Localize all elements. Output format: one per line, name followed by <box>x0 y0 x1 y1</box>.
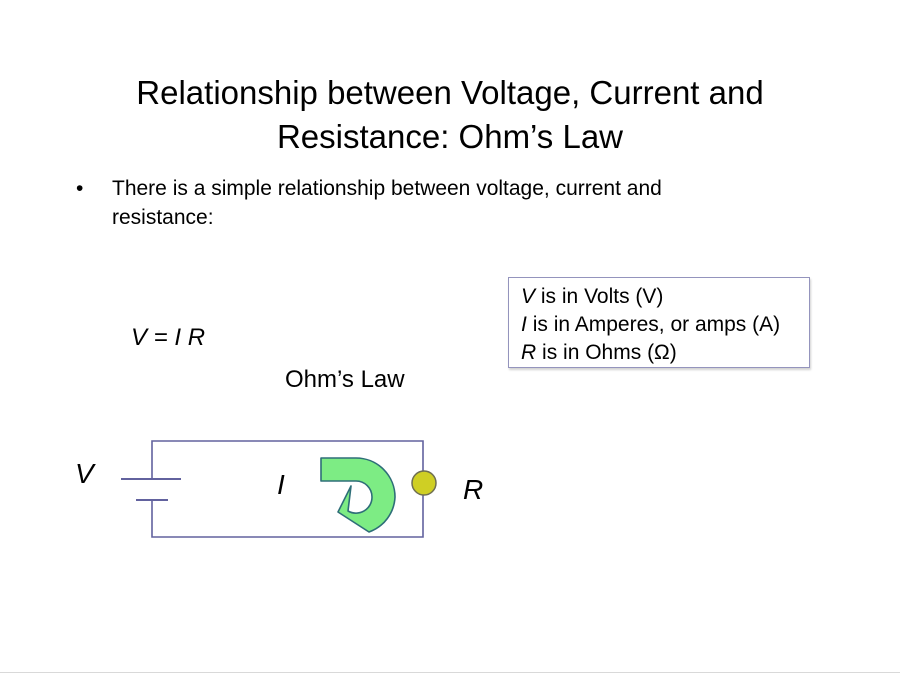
voltage-label: V <box>75 458 94 489</box>
bullet-marker: • <box>76 177 84 200</box>
ohms-law-caption: Ohm’s Law <box>285 366 405 393</box>
current-label: I <box>277 469 285 500</box>
battery-cell-icon <box>121 478 181 501</box>
circuit-diagram <box>121 440 437 538</box>
page-title-line-2: Resistance: Ohm’s Law <box>276 118 624 156</box>
bullet-text: There is a simple relationship between v… <box>112 174 662 232</box>
ohms-text: is in Ohms (Ω) <box>542 341 677 364</box>
page-title: Relationship between Voltage, Current an… <box>0 71 900 159</box>
volts-symbol: V <box>521 285 536 308</box>
current-direction-u-turn-arrow-icon <box>320 457 396 533</box>
volts-text: is in Volts (V) <box>540 285 664 308</box>
page-title-line-1: Relationship between Voltage, Current an… <box>136 74 764 112</box>
amps-text: is in Amperes, or amps (A) <box>532 313 781 336</box>
ohms-symbol: R <box>521 341 537 364</box>
bullet-item: • There is a simple relationship between… <box>76 174 796 232</box>
amps-symbol: I <box>521 313 527 336</box>
ohms-law-equation: V = I R <box>131 324 206 351</box>
resistance-label: R <box>463 474 484 505</box>
resistor-node-circle-icon <box>411 470 437 496</box>
slide-bottom-edge <box>0 672 900 673</box>
bullet-text-line-2: resistance: <box>112 206 214 229</box>
bullet-text-line-1: There is a simple relationship between v… <box>112 177 662 200</box>
